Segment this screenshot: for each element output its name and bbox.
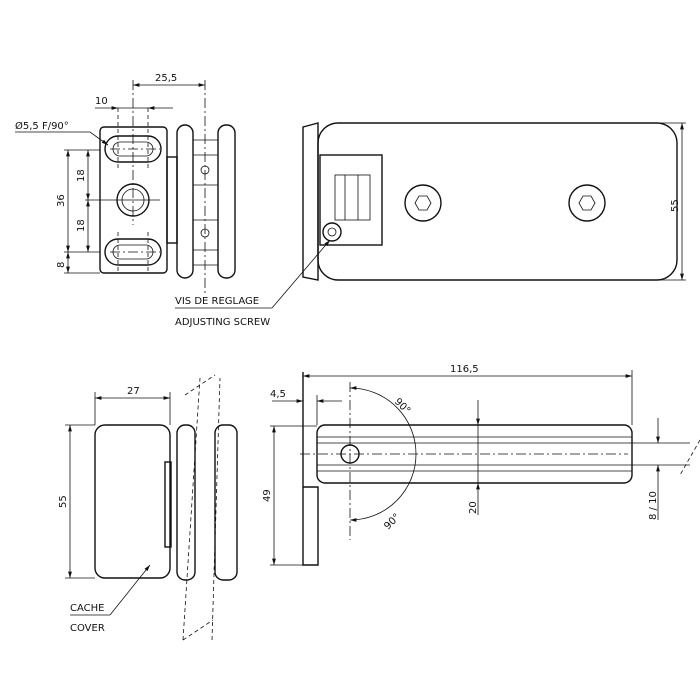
dim-18-upper: 18	[76, 169, 87, 182]
cover-label-en: COVER	[70, 623, 105, 634]
dim-10: 10	[95, 96, 108, 107]
angle-90-top: 90°	[392, 396, 412, 416]
screw-label-en: ADJUSTING SCREW	[175, 317, 270, 328]
dim-20: 20	[468, 501, 479, 514]
top-right-view: VIS DE REGLAGE ADJUSTING SCREW 55	[175, 122, 686, 328]
dim-8-10: 8 / 10	[648, 491, 659, 520]
dim-55-top: 55	[670, 199, 681, 212]
dim-55-bottom: 55	[58, 495, 69, 508]
dim-27: 27	[127, 386, 140, 397]
cover-label-fr: CACHE	[70, 603, 104, 614]
dim-36: 36	[56, 194, 67, 207]
dim-116-5: 116,5	[450, 364, 479, 375]
screw-label-fr: VIS DE REGLAGE	[175, 296, 259, 307]
hole-spec-label: Ø5,5 F/90°	[15, 120, 69, 132]
top-left-view: 25,5 10 Ø5,5 F/90° 36 18 18 8	[15, 73, 236, 295]
dim-4-5: 4,5	[270, 389, 286, 400]
angle-90-bottom: 90°	[382, 512, 402, 532]
dim-8: 8	[56, 262, 67, 268]
dim-18-lower: 18	[76, 219, 87, 232]
bottom-right-view: 90° 90° 116,5 4,5 49 20 8 / 10	[262, 364, 700, 566]
bottom-left-view: 27 55 CACHE COVER	[58, 374, 238, 641]
dim-25-5: 25,5	[155, 73, 177, 84]
dim-49: 49	[262, 489, 273, 502]
